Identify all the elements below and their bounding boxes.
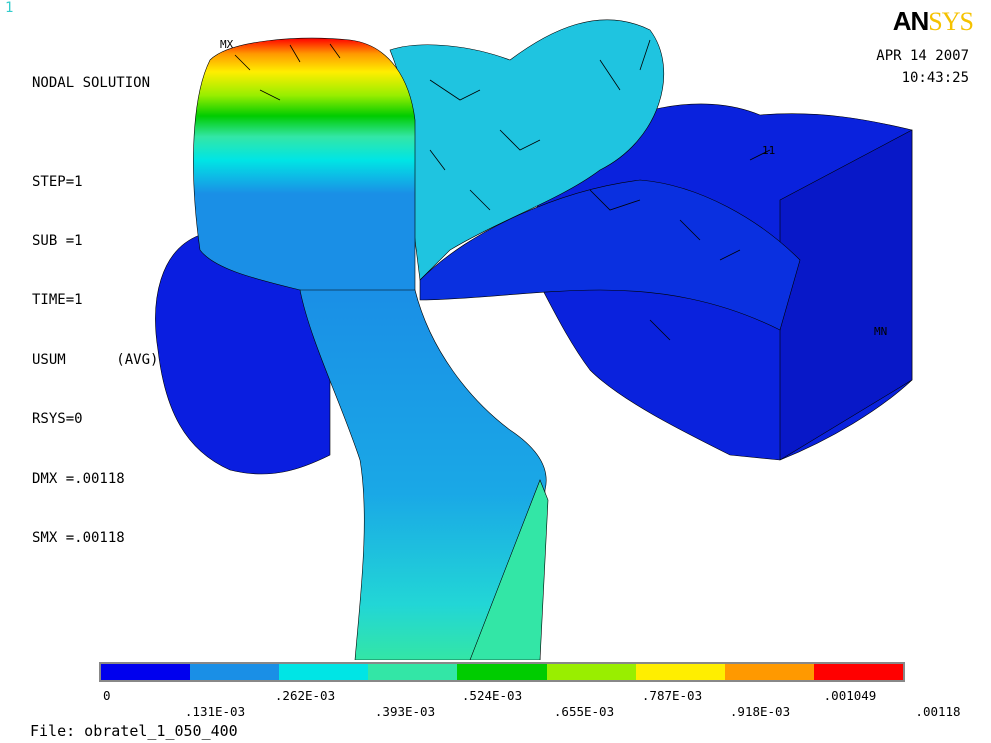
- legend-swatch-7: [635, 664, 725, 680]
- superior-process-region: [193, 37, 416, 298]
- left-process-region: [155, 234, 331, 475]
- legend-label-524e-03: .524E-03: [461, 688, 523, 703]
- min-marker-label: MN: [874, 325, 888, 338]
- node-marker-label: 11: [762, 144, 776, 157]
- legend-swatch-5: [457, 664, 547, 680]
- legend-label-00118: .00118: [915, 704, 961, 719]
- legend-label-001049: .001049: [823, 688, 877, 703]
- legend-swatch-1: [101, 664, 191, 680]
- info-line-usum: USUM (AVG): [32, 351, 159, 368]
- legend-swatch-9: [813, 664, 903, 680]
- solution-info-block: NODAL SOLUTION STEP=1 SUB =1 TIME=1 USUM…: [32, 34, 158, 588]
- legend-label-918e-03: .918E-03: [729, 704, 791, 719]
- info-line-dmx: DMX =.00118: [32, 470, 125, 487]
- contour-legend-bar: [99, 662, 905, 682]
- legend-label-0: 0: [103, 688, 111, 703]
- info-line-title: NODAL SOLUTION: [32, 74, 151, 91]
- mesh-edges: [234, 39, 771, 341]
- window-number: 1: [5, 0, 14, 16]
- time-stamp: 10:43:25: [901, 70, 969, 86]
- inferior-process-region: [299, 289, 547, 660]
- logo-part-sys: SYS: [928, 7, 974, 36]
- ansys-logo: ANSYS: [892, 6, 974, 37]
- legend-swatch-2: [190, 664, 280, 680]
- legend-swatch-8: [724, 664, 814, 680]
- info-line-step: STEP=1: [32, 173, 83, 190]
- logo-part-an: AN: [892, 6, 930, 36]
- file-name-label: File: obratel_1_050_400: [30, 722, 238, 740]
- legend-label-393e-03: .393E-03: [374, 704, 436, 719]
- date-stamp: APR 14 2007: [876, 48, 969, 64]
- arch-inner-dark: [419, 179, 801, 331]
- legend-label-262e-03: .262E-03: [274, 688, 336, 703]
- vertebral-body-front-face: [779, 129, 913, 461]
- info-line-sub: SUB =1: [32, 232, 83, 249]
- info-line-smx: SMX =.00118: [32, 529, 125, 546]
- max-marker-label: MX: [220, 38, 234, 51]
- legend-swatch-4: [368, 664, 458, 680]
- legend-label-655e-03: .655E-03: [553, 704, 615, 719]
- legend-swatch-3: [279, 664, 369, 680]
- legend-label-131e-03: .131E-03: [184, 704, 246, 719]
- info-line-time: TIME=1: [32, 292, 83, 309]
- info-line-rsys: RSYS=0: [32, 411, 83, 428]
- legend-label-787e-03: .787E-03: [641, 688, 703, 703]
- fem-model-contour[interactable]: [0, 0, 991, 660]
- legend-swatch-6: [546, 664, 636, 680]
- inferior-process-side: [469, 479, 549, 660]
